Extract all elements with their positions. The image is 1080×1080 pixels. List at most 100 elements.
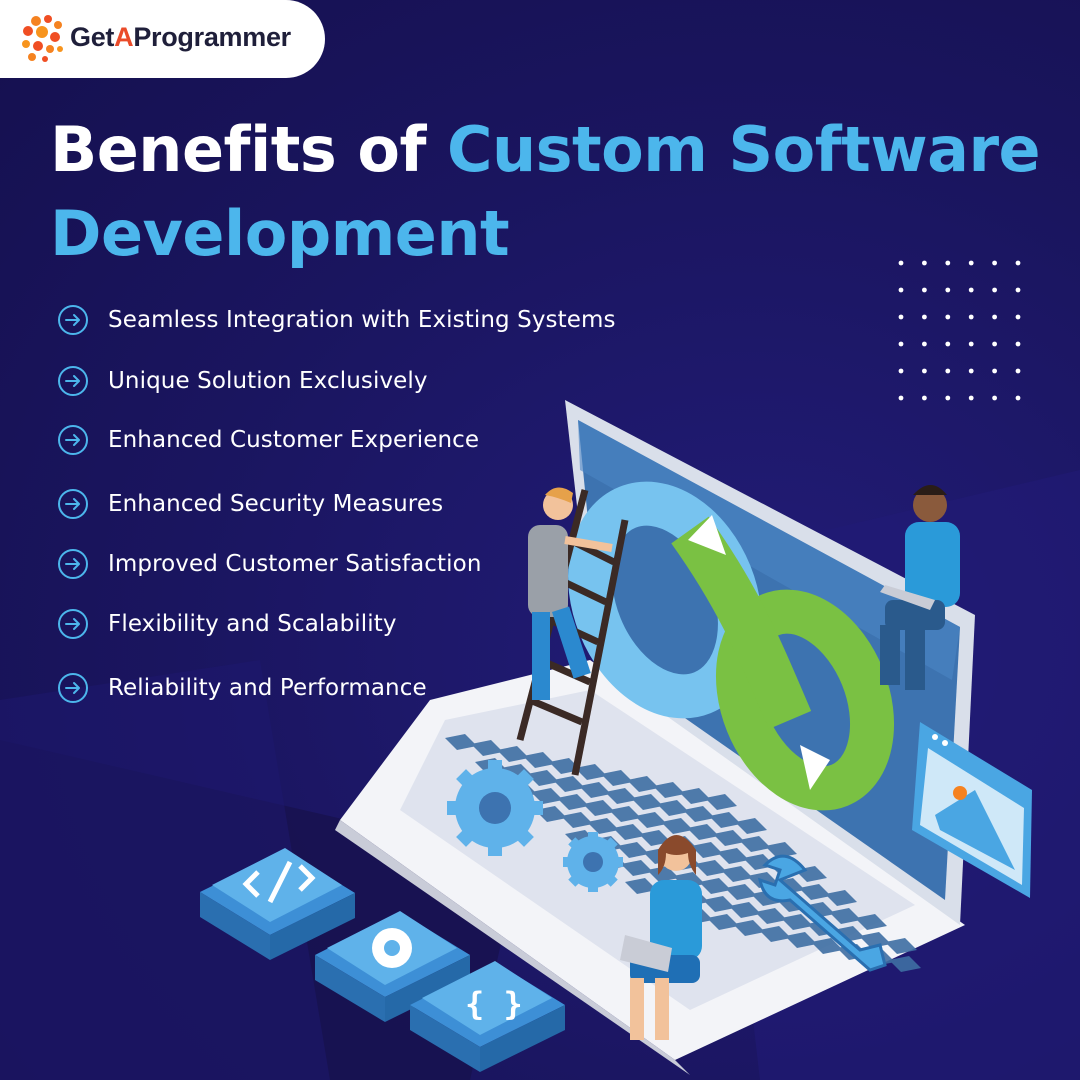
benefit-item: Reliability and Performance: [57, 668, 427, 708]
dot: [968, 368, 974, 374]
dot: [945, 368, 951, 374]
arrow-circle-icon: [58, 673, 88, 703]
infinity-loop-icon: [568, 481, 895, 811]
page-title: Benefits of Custom Software Development: [50, 108, 1050, 276]
keyboard-key: [739, 836, 771, 852]
keyboard-key: [639, 830, 671, 846]
keyboard-key: [733, 920, 765, 936]
benefit-item: Flexibility and Scalability: [57, 604, 397, 644]
keyboard-key: [713, 830, 745, 846]
keyboard-key: [695, 860, 727, 876]
dot: [898, 260, 904, 266]
keyboard-key: [661, 818, 693, 834]
dot: [1015, 287, 1021, 293]
dot: [1015, 314, 1021, 320]
keyboard-key: [587, 818, 619, 834]
dot: [945, 260, 951, 266]
dot: [898, 287, 904, 293]
dot: [968, 287, 974, 293]
dot: [922, 260, 927, 266]
gear-tooth: [568, 874, 581, 887]
arrow-circle-icon: [58, 425, 88, 455]
keyboard-key: [557, 794, 589, 810]
dot: [1015, 260, 1021, 266]
keyboard-key: [583, 800, 615, 816]
keyboard-key: [613, 824, 645, 840]
dot: [1015, 395, 1021, 401]
dot: [922, 368, 927, 374]
gear-tooth: [605, 874, 618, 887]
gear-tooth: [456, 769, 475, 788]
dot: [898, 341, 904, 347]
dot-grid-icon: [898, 260, 1021, 401]
logo-icon: [22, 15, 63, 62]
wrench-icon: [758, 854, 887, 972]
keyboard-key: [825, 890, 857, 906]
gear-tooth: [588, 884, 598, 892]
keyboard-key: [781, 914, 813, 930]
dot: [968, 314, 974, 320]
keyboard-key: [527, 770, 559, 786]
dot: [898, 395, 904, 401]
keyboard-key: [627, 776, 659, 792]
keyboard-key: [709, 812, 741, 828]
keyboard-key: [497, 746, 529, 762]
keyboard-key: [717, 848, 749, 864]
dot: [968, 341, 974, 347]
keyboard-key: [445, 734, 477, 750]
dot: [922, 314, 927, 320]
keyboard-key: [829, 908, 861, 924]
keyboard-key: [705, 794, 737, 810]
arrow-circle-icon: [58, 609, 88, 639]
gear-tooth: [447, 801, 459, 815]
keyboard-key: [691, 842, 723, 858]
benefit-label: Unique Solution Exclusively: [108, 368, 428, 394]
keyboard-key: [631, 794, 663, 810]
keyboard-key: [755, 908, 787, 924]
keyboard-key: [889, 956, 921, 972]
keyboard-key: [721, 866, 753, 882]
gear-tooth: [515, 769, 534, 788]
dot: [968, 395, 974, 401]
arrow-circle-icon: [58, 549, 88, 579]
gear-tooth: [588, 832, 598, 840]
keyboard-key: [621, 860, 653, 876]
keyboard-key: [617, 842, 649, 858]
title-accent-line1: Custom Software: [447, 113, 1041, 186]
keyboard-key: [735, 818, 767, 834]
dot: [922, 341, 927, 347]
keyboard-key: [609, 806, 641, 822]
logo-bar: GetAProgrammer: [0, 0, 325, 78]
keyboard-key: [657, 800, 689, 816]
dot: [992, 314, 997, 320]
dot: [945, 395, 951, 401]
keyboard-key: [683, 806, 715, 822]
benefit-label: Improved Customer Satisfaction: [108, 551, 482, 577]
benefit-item: Seamless Integration with Existing Syste…: [57, 300, 616, 340]
woman-sitting: [620, 835, 702, 1040]
gear-tooth: [615, 857, 623, 867]
arrow-circle-icon: [58, 305, 88, 335]
arrow-circle-icon: [58, 366, 88, 396]
keyboard-key: [635, 812, 667, 828]
keyboard-key: [523, 752, 555, 768]
benefit-label: Seamless Integration with Existing Syste…: [108, 307, 616, 333]
keyboard-key: [575, 764, 607, 780]
gear-tooth: [488, 844, 502, 856]
keyboard-key: [759, 926, 791, 942]
dot: [945, 287, 951, 293]
man-on-ladder: [528, 487, 613, 700]
dot: [1015, 341, 1021, 347]
keyboard-key: [679, 788, 711, 804]
dot: [1015, 368, 1021, 374]
svg-text:{ }: { }: [465, 985, 523, 1023]
logo-get: Get: [70, 22, 115, 52]
keyboard-key: [855, 914, 887, 930]
logo-programmer: Programmer: [133, 22, 291, 52]
benefit-label: Enhanced Customer Experience: [108, 427, 480, 453]
braces-icon: { }: [410, 961, 565, 1072]
benefit-label: Reliability and Performance: [108, 675, 427, 701]
dot: [992, 260, 997, 266]
